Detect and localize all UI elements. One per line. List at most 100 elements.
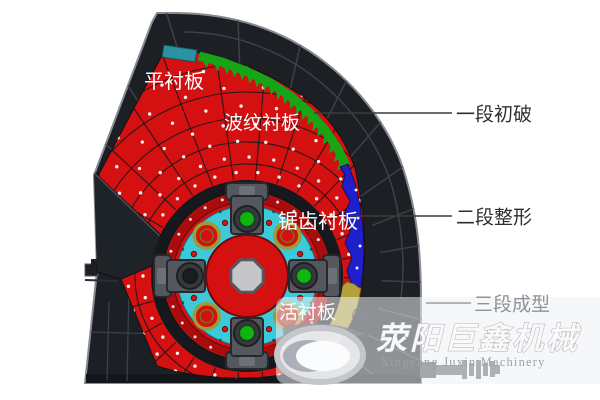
rivet-dot xyxy=(138,191,143,195)
rivet-dot xyxy=(339,177,343,181)
rivet-dot xyxy=(155,352,159,356)
spare-pin-ring xyxy=(273,221,302,250)
pin-circle-dot xyxy=(265,326,273,333)
flat-liner-label: 平衬板 xyxy=(144,70,204,93)
cyan-edge-dot xyxy=(181,301,185,304)
cyan-edge-dot xyxy=(219,210,222,214)
rivet-dot xyxy=(56,278,59,281)
rivet-dot xyxy=(340,231,344,236)
hammer-pad xyxy=(239,357,255,366)
rivet-dot xyxy=(161,335,165,339)
rivet-dot xyxy=(402,106,405,109)
watermark-company-cn: 荥阳巨鑫机械 xyxy=(376,321,582,356)
serration-tooth xyxy=(333,152,340,163)
rivet-dot xyxy=(150,392,153,395)
hammer-pin xyxy=(238,210,256,228)
spare-pin-ring xyxy=(192,302,221,331)
rivet-dot xyxy=(329,213,333,217)
rim-bolt-dot xyxy=(220,198,224,202)
serration-tooth xyxy=(261,81,269,92)
hammer-pin xyxy=(181,267,199,285)
rivet-dot xyxy=(434,271,437,274)
band-rivet xyxy=(355,266,359,270)
rivet-dot xyxy=(467,156,470,159)
serration-tooth xyxy=(289,99,296,110)
rivet-dot xyxy=(123,392,126,395)
rivet-dot xyxy=(183,95,188,99)
serration-tooth xyxy=(246,74,253,84)
rivet-dot xyxy=(222,86,226,91)
pin-circle-dot xyxy=(221,326,229,333)
rivet-dot xyxy=(90,134,93,137)
rivet-dot xyxy=(60,238,63,241)
rivet-dot xyxy=(47,210,50,213)
movable-liner-label: 活衬板 xyxy=(279,302,336,324)
rivet-dot xyxy=(150,316,154,321)
hammer-pad xyxy=(157,268,166,284)
rivet-dot xyxy=(256,170,260,175)
rivet-dot xyxy=(426,170,429,173)
band-rivet xyxy=(356,216,360,220)
casing-seam xyxy=(379,217,421,254)
cyan-edge-dot xyxy=(272,210,275,214)
rivet-dot xyxy=(274,106,279,111)
rivet-dot xyxy=(65,100,68,103)
rivet-dot xyxy=(309,393,312,396)
rivet-dot xyxy=(37,252,40,255)
rim-bolt-dot xyxy=(169,249,173,253)
rim-bolt-dot xyxy=(180,321,184,325)
rim-bolt-dot xyxy=(188,217,192,221)
rivet-dot xyxy=(94,388,97,391)
rivet-dot xyxy=(71,200,74,203)
spare-pin-ring xyxy=(192,221,221,250)
rivet-dot xyxy=(316,179,321,183)
panel-arc xyxy=(97,91,365,379)
rivet-dot xyxy=(363,77,365,81)
rim-bolt-dot xyxy=(193,335,197,339)
band-rivet xyxy=(358,244,362,248)
rivet-dot xyxy=(177,176,181,181)
rivet-dot xyxy=(117,191,122,195)
rivet-dot xyxy=(9,188,12,191)
serration-tooth xyxy=(302,109,308,120)
rivet-dot xyxy=(376,384,379,387)
rivet-dot xyxy=(190,132,195,136)
rivet-dot xyxy=(160,83,164,87)
rivet-dot xyxy=(97,100,98,105)
base-seam xyxy=(106,301,110,381)
rivet-dot xyxy=(158,193,162,197)
rivet-dot xyxy=(158,170,162,175)
rivet-dot xyxy=(37,296,40,299)
rivet-dot xyxy=(170,121,175,125)
rim-bolt-dot xyxy=(203,206,207,210)
panel-arc xyxy=(97,117,365,379)
hammer-pin xyxy=(238,324,256,342)
cyan-edge-dot xyxy=(219,338,222,342)
rivet-dot xyxy=(104,66,109,70)
rivet-dot xyxy=(393,46,396,49)
rim-bolt-dot xyxy=(177,232,181,236)
serration-tooth xyxy=(307,115,313,126)
rivet-dot xyxy=(499,177,502,180)
rotor-shaft-octagon xyxy=(229,258,265,294)
registered-mark: ® xyxy=(352,306,366,327)
spare-pin-ring-inner xyxy=(199,228,214,243)
hammer-pad xyxy=(239,186,255,195)
hammer-pad xyxy=(328,268,337,284)
base-seam xyxy=(126,286,130,382)
rivet-dot xyxy=(291,147,295,151)
rivet-dot xyxy=(268,391,271,394)
cyan-edge-dot xyxy=(309,248,313,251)
rivet-dot xyxy=(143,295,147,300)
rivet-dot xyxy=(343,20,346,23)
rivet-dot xyxy=(517,289,520,292)
rivet-dot xyxy=(239,104,243,108)
rivet-dot xyxy=(453,252,456,255)
rim-bolt-dot xyxy=(209,345,213,349)
wave-liner-label: 波纹衬板 xyxy=(224,112,300,134)
serration-tooth xyxy=(317,127,324,137)
rivet-dot xyxy=(4,343,7,346)
rim-bolt-dot xyxy=(306,222,310,226)
band-rivet xyxy=(354,188,358,192)
